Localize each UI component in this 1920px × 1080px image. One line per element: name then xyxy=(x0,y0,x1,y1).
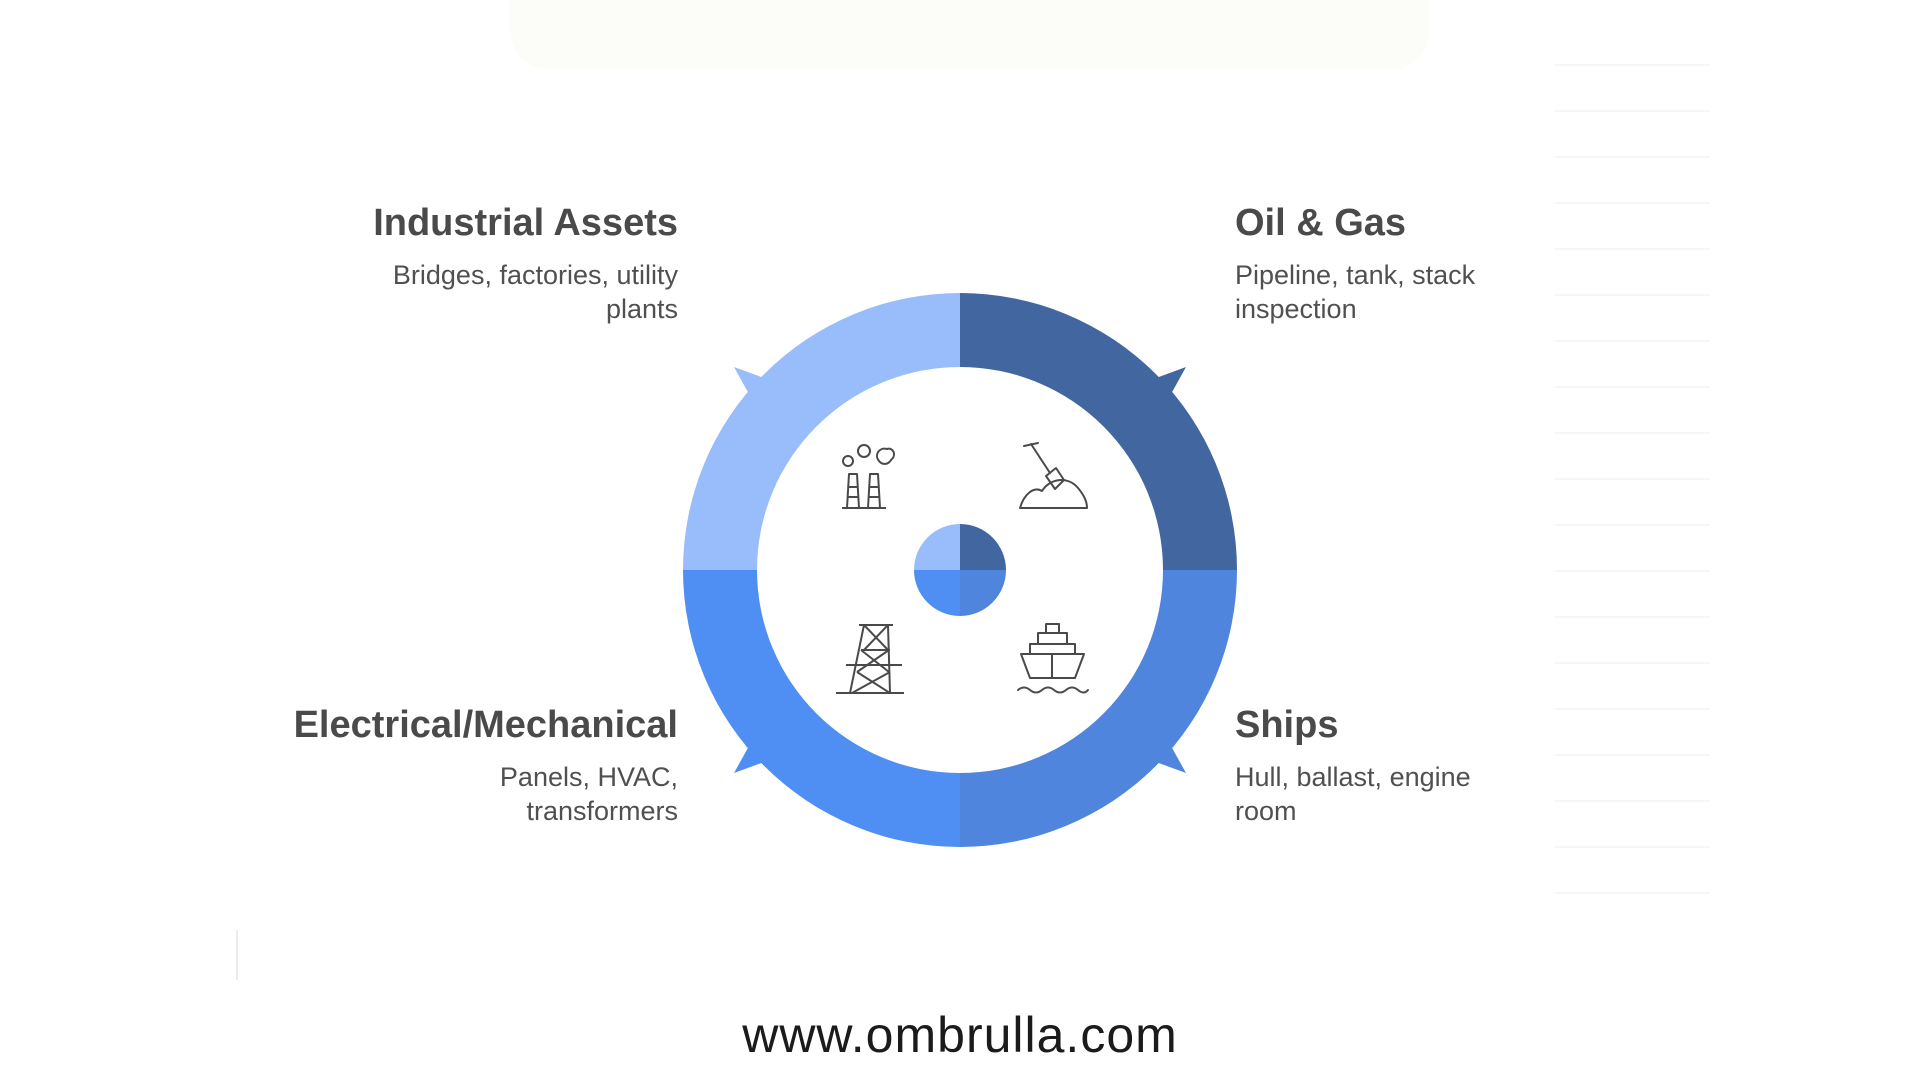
ring-segment-oil-gas xyxy=(960,293,1237,570)
oil-gas-title: Oil & Gas xyxy=(1235,202,1407,244)
center-quadrant-ships xyxy=(960,570,1006,616)
oil-gas-label: Oil & Gas Pipeline, tank, stack inspecti… xyxy=(1235,200,1575,326)
electrical-mechanical-description-line: transformers xyxy=(526,796,678,826)
center-quadrant-electrical xyxy=(914,570,960,616)
ships-description-line: room xyxy=(1235,796,1297,826)
footer-website-url[interactable]: www.ombrulla.com xyxy=(742,1007,1178,1063)
ships-label: Ships Hull, ballast, engine room xyxy=(1235,702,1575,828)
electrical-mechanical-label: Electrical/Mechanical Panels, HVAC, tran… xyxy=(250,702,678,828)
center-quadrant-industrial xyxy=(914,524,960,570)
background-lines xyxy=(1555,20,1710,895)
cycle-arrow xyxy=(734,737,764,773)
background-edge xyxy=(236,930,238,980)
industrial-assets-description-line: Bridges, factories, utility xyxy=(392,260,678,290)
industrial-assets-label: Industrial Assets Bridges, factories, ut… xyxy=(278,200,678,326)
electrical-mechanical-title: Electrical/Mechanical xyxy=(293,704,678,746)
top-smudge xyxy=(510,0,1430,70)
oil-gas-description-line: inspection xyxy=(1235,294,1357,324)
excavation-icon xyxy=(1019,442,1088,509)
ship-icon xyxy=(1017,623,1089,694)
factory-icon xyxy=(842,444,895,509)
transmission-tower-icon xyxy=(836,624,904,694)
cycle-arrow xyxy=(734,367,764,403)
cycle-arrow xyxy=(1156,367,1186,403)
industrial-assets-description: Bridges, factories, utility plants xyxy=(278,258,678,326)
ring-segment-industrial xyxy=(683,293,960,570)
ring-segment-ships xyxy=(960,570,1237,847)
center-quadrant-oil-gas xyxy=(960,524,1006,570)
electrical-mechanical-description-line: Panels, HVAC, xyxy=(499,762,678,792)
ships-description: Hull, ballast, engine room xyxy=(1235,760,1575,828)
ships-title: Ships xyxy=(1235,704,1339,746)
oil-gas-description-line: Pipeline, tank, stack xyxy=(1235,260,1476,290)
ring-segment-electrical xyxy=(683,570,960,847)
electrical-mechanical-description: Panels, HVAC, transformers xyxy=(250,760,678,828)
oil-gas-description: Pipeline, tank, stack inspection xyxy=(1235,258,1575,326)
cycle-diagram xyxy=(683,293,1237,847)
ships-description-line: Hull, ballast, engine xyxy=(1235,762,1471,792)
industrial-assets-description-line: plants xyxy=(605,294,678,324)
cycle-arrow xyxy=(1156,737,1186,773)
industrial-assets-title: Industrial Assets xyxy=(373,202,678,244)
